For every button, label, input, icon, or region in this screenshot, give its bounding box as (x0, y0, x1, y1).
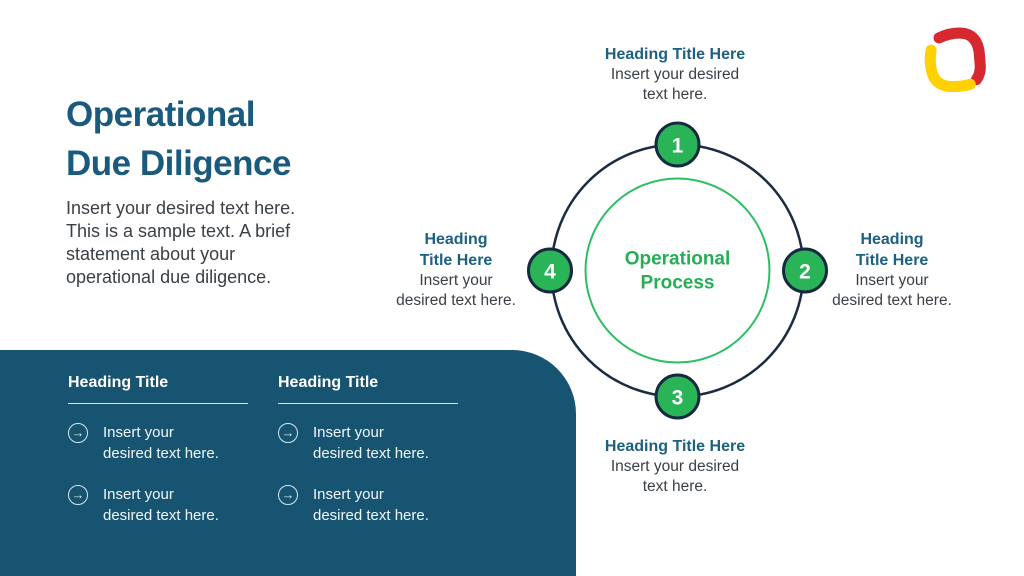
intro-line: This is a sample text. A brief (66, 221, 291, 241)
node-circle-4 (527, 247, 573, 294)
outer-ring (550, 143, 805, 398)
node-circle-2 (782, 247, 828, 294)
list-item-line: desired text here. (103, 507, 219, 524)
node-number-3: 3 (672, 387, 684, 410)
intro-line: statement about your (66, 244, 236, 264)
circle-arrow-icon: → (278, 485, 298, 505)
intro-line: operational due diligence. (66, 267, 272, 287)
circle-arrow-icon: → (278, 423, 298, 443)
logo-red-swoosh (933, 27, 986, 86)
node-body-line: desired text here. (396, 292, 516, 309)
list-item-line: Insert your (313, 486, 384, 503)
inner-ring (584, 177, 771, 364)
column-divider (278, 403, 458, 404)
page-title: Operational Due Diligence (66, 90, 406, 188)
list-item-line: desired text here. (313, 507, 429, 524)
node-3: 3 (654, 373, 701, 420)
intro-line: Insert your desired text here. (66, 198, 296, 218)
node-label-top: Heading Title Here Insert your desired t… (575, 44, 775, 105)
node-circle-3 (654, 373, 701, 420)
list-item-text: Insert your desired text here. (103, 422, 219, 464)
node-heading: Heading (860, 231, 924, 248)
center-label-line1: Operational (625, 249, 731, 270)
intro-text: Insert your desired text here. This is a… (66, 197, 376, 289)
page-title-line1: Operational (66, 95, 255, 134)
node-label-left: Heading Title Here Insert your desired t… (390, 229, 522, 311)
panel-column-1: Heading Title → Insert your desired text… (68, 374, 268, 526)
node-number-4: 4 (544, 261, 556, 284)
node-body-line: Insert your desired (610, 458, 740, 475)
node-4: 4 (527, 247, 573, 294)
list-item-line: Insert your (103, 424, 174, 441)
column-heading: Heading Title (278, 374, 379, 391)
list-item-line: Insert your (313, 424, 384, 441)
node-body-line: Insert your (419, 272, 493, 289)
center-label-line2: Process (641, 273, 715, 294)
brand-logo-icon (924, 27, 986, 93)
panel-column-2: Heading Title → Insert your desired text… (278, 374, 478, 526)
node-body-line: text here. (642, 478, 708, 495)
list-item-text: Insert your desired text here. (313, 422, 429, 464)
node-body-line: text here. (642, 86, 708, 103)
page-title-line2: Due Diligence (66, 144, 291, 183)
list-item: → Insert your desired text here. (68, 484, 268, 526)
column-heading: Heading Title (68, 374, 169, 391)
node-1: 1 (654, 121, 701, 168)
list-item: → Insert your desired text here. (278, 422, 478, 464)
node-circle-1 (654, 121, 701, 168)
list-item: → Insert your desired text here. (68, 422, 268, 464)
node-heading: Title Here (419, 252, 493, 269)
circle-arrow-icon: → (68, 423, 88, 443)
node-body-line: Insert your desired (610, 66, 740, 83)
node-2: 2 (782, 247, 828, 294)
node-body-line: desired text here. (832, 292, 952, 309)
node-label-right: Heading Title Here Insert your desired t… (826, 229, 958, 311)
node-body-line: Insert your (855, 272, 929, 289)
node-heading: Heading (424, 231, 488, 248)
logo-yellow-swoosh (924, 44, 976, 93)
node-number-2: 2 (799, 261, 811, 284)
list-item-line: desired text here. (313, 445, 429, 462)
list-item-text: Insert your desired text here. (313, 484, 429, 526)
process-diagram: Operational Process 1 2 3 4 (527, 121, 828, 420)
column-divider (68, 403, 248, 404)
list-item: → Insert your desired text here. (278, 484, 478, 526)
node-label-bottom: Heading Title Here Insert your desired t… (575, 436, 775, 497)
list-item-line: Insert your (103, 486, 174, 503)
list-item-line: desired text here. (103, 445, 219, 462)
bottom-panel: Heading Title → Insert your desired text… (0, 350, 576, 576)
node-heading: Title Here (855, 252, 929, 269)
list-item-text: Insert your desired text here. (103, 484, 219, 526)
node-number-1: 1 (672, 135, 684, 158)
circle-arrow-icon: → (68, 485, 88, 505)
node-heading: Heading Title Here (604, 438, 746, 455)
node-heading: Heading Title Here (604, 46, 746, 63)
